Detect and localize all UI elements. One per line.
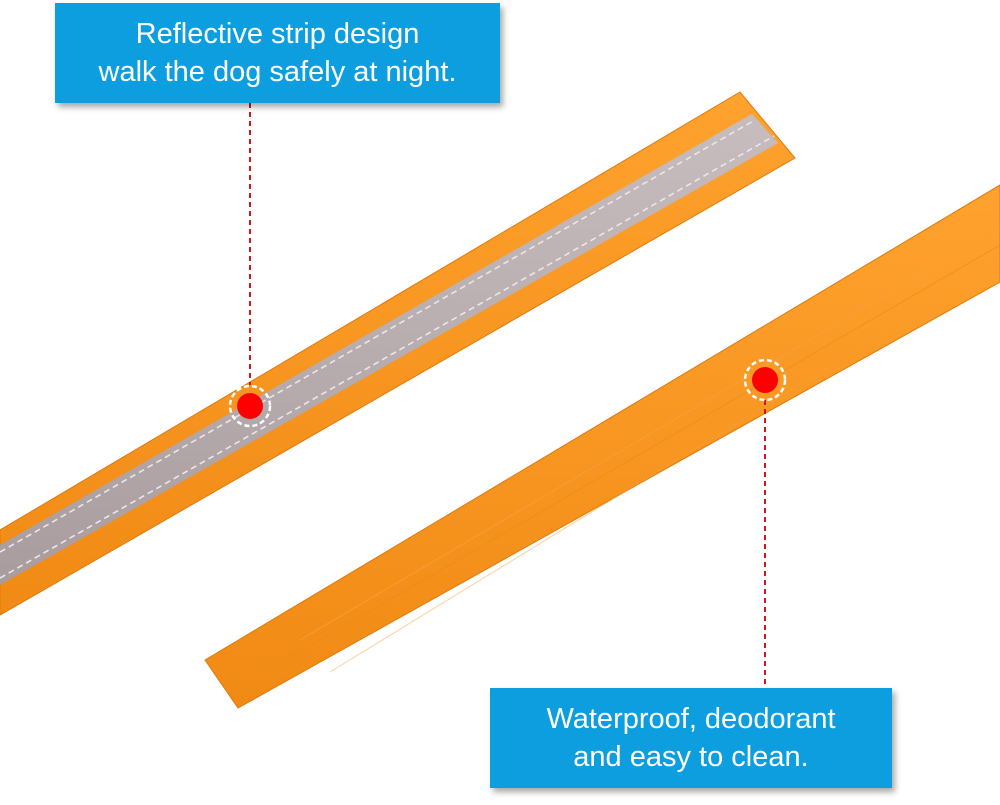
marker-waterproof: [743, 358, 787, 402]
texture-line: [259, 244, 1000, 676]
texture-line: [299, 227, 1000, 641]
callout-waterproof-line2: and easy to clean.: [573, 741, 809, 773]
reflective-strap: [0, 91, 796, 616]
marker-reflective: [228, 384, 272, 428]
callout-reflective-line1: Reflective strip design: [135, 18, 420, 50]
callout-reflective: Reflective strip design walk the dog saf…: [55, 3, 500, 103]
plain-strap: [204, 184, 1000, 709]
stitch-line-top: [0, 119, 756, 553]
callout-waterproof-line1: Waterproof, deodorant: [546, 703, 836, 735]
stitch-line-bottom: [0, 135, 775, 579]
texture-line: [329, 261, 1000, 673]
callout-waterproof: Waterproof, deodorant and easy to clean.: [490, 688, 892, 788]
callout-reflective-line2: walk the dog safely at night.: [98, 56, 457, 88]
